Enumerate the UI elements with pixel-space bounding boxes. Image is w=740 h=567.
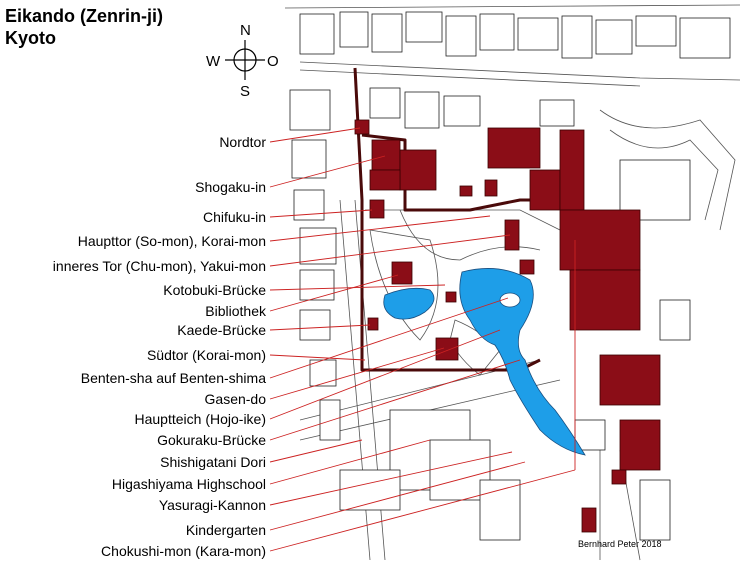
label-bibliothek: Bibliothek	[205, 303, 267, 319]
main-pond	[459, 268, 586, 456]
label-gokuraku-bruecke: Gokuraku-Brücke	[157, 432, 266, 448]
ponds	[383, 268, 586, 456]
west-pond	[383, 287, 435, 320]
map-credit: Bernhard Peter 2018	[578, 539, 662, 549]
label-shogaku-in: Shogaku-in	[195, 179, 266, 195]
label-shishigatani-dori: Shishigatani Dori	[160, 454, 266, 470]
surrounding-buildings	[289, 11, 731, 541]
map-title-line2: Kyoto	[5, 28, 56, 48]
compass-east: O	[267, 53, 279, 70]
label-suedtor: Südtor (Korai-mon)	[147, 347, 266, 363]
leader-lines	[269, 127, 576, 552]
compass-rose-icon: N S W O	[206, 22, 279, 100]
label-haupttor: Haupttor (So-mon), Korai-mon	[78, 233, 266, 249]
map-labels: Nordtor Shogaku-in Chifuku-in Haupttor (…	[53, 134, 267, 559]
benten-island	[499, 292, 521, 308]
compass-west: W	[206, 53, 221, 70]
label-kotobuki-bruecke: Kotobuki-Brücke	[163, 282, 266, 298]
label-inneres-tor: inneres Tor (Chu-mon), Yakui-mon	[53, 258, 266, 274]
label-nordtor: Nordtor	[219, 134, 266, 150]
temple-buildings	[354, 119, 661, 533]
label-kaede-bruecke: Kaede-Brücke	[177, 322, 266, 338]
map-title-line1: Eikando (Zenrin-ji)	[5, 6, 163, 26]
compass-north: N	[240, 22, 251, 39]
label-gasen-do: Gasen-do	[205, 391, 267, 407]
label-yasuragi-kannon: Yasuragi-Kannon	[159, 497, 266, 513]
label-chifuku-in: Chifuku-in	[203, 209, 266, 225]
label-hauptteich: Hauptteich (Hojo-ike)	[135, 411, 267, 427]
label-benten-sha: Benten-sha auf Benten-shima	[81, 370, 266, 386]
label-higashiyama-highschool: Higashiyama Highschool	[112, 476, 266, 492]
label-chokushi-mon: Chokushi-mon (Kara-mon)	[101, 543, 266, 559]
compass-south: S	[240, 83, 250, 100]
label-kindergarten: Kindergarten	[186, 522, 266, 538]
